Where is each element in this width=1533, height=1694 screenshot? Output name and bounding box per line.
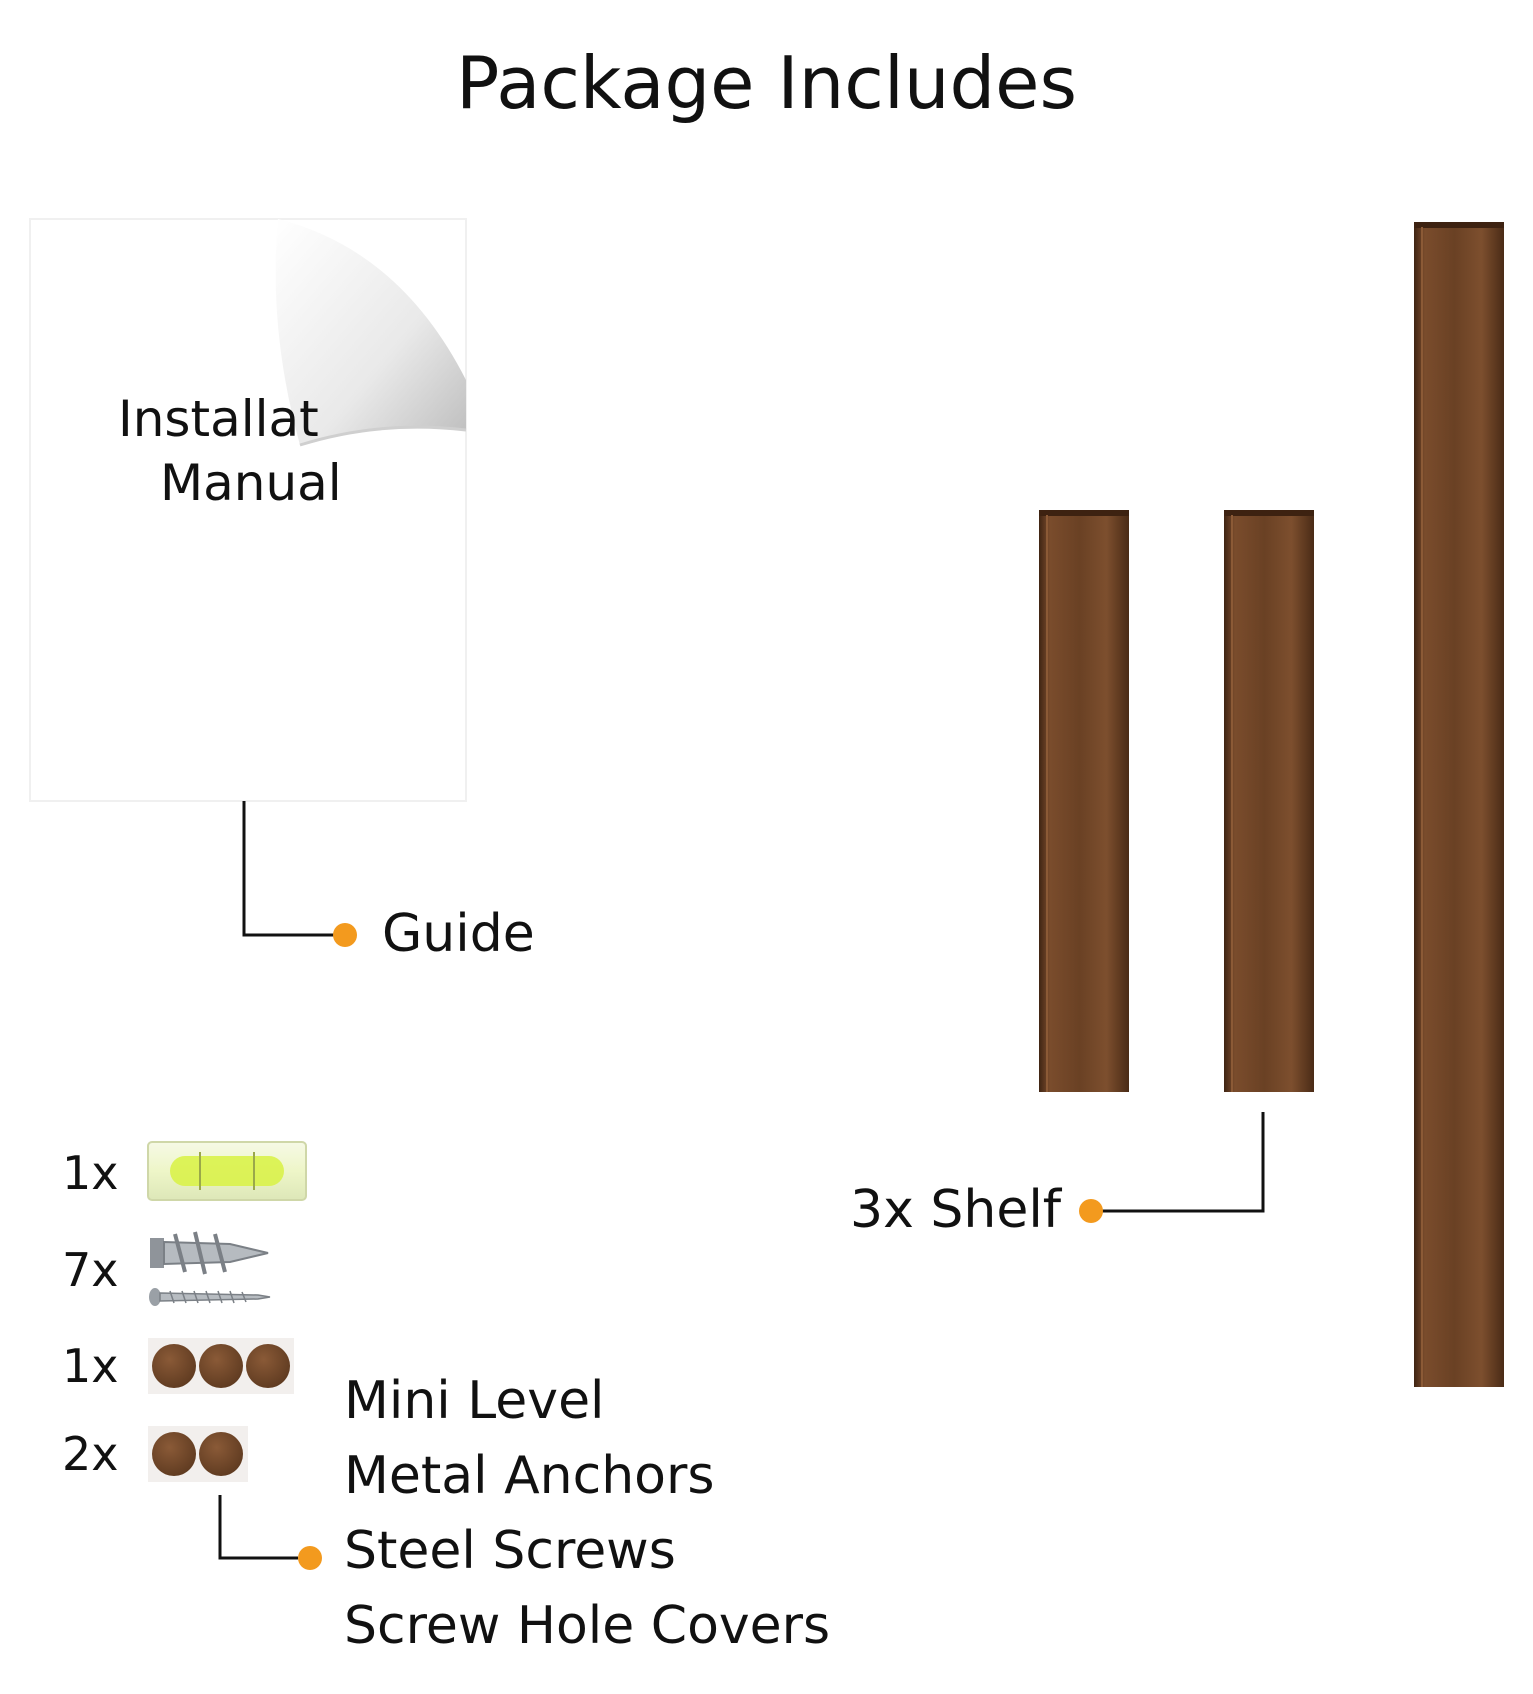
hardware-connector [218, 1495, 322, 1570]
shelf-connector [1079, 1112, 1265, 1223]
guide-label: Guide [382, 904, 535, 964]
page-title: Package Includes [456, 41, 1077, 125]
quantity-covers-three: 1x [62, 1339, 119, 1393]
guide-connector [242, 801, 357, 947]
screw-hole-covers-three-icon [148, 1338, 294, 1394]
quantity-anchors-screws: 7x [62, 1243, 119, 1297]
metal-anchor-icon [150, 1231, 269, 1275]
hardware-label-metal-anchors: Metal Anchors [344, 1446, 715, 1506]
quantity-covers-two: 2x [62, 1427, 119, 1481]
mini-level-icon [147, 1141, 307, 1201]
shelf-label: 3x Shelf [850, 1180, 1062, 1240]
shelf-dot-icon [1079, 1199, 1103, 1223]
shelf-long-icon [1414, 222, 1504, 1387]
steel-screw-icon [149, 1288, 271, 1306]
hardware-label-steel-screws: Steel Screws [344, 1521, 676, 1581]
screw-hole-covers-two-icon [148, 1426, 248, 1482]
hardware-dot-icon [298, 1546, 322, 1570]
shelf-short-1-icon [1039, 510, 1129, 1092]
manual-sheet-icon [29, 218, 467, 802]
shelf-short-2-icon [1224, 510, 1314, 1092]
manual-title-line2: Manual [160, 454, 342, 512]
hardware-label-mini-level: Mini Level [344, 1371, 605, 1431]
guide-dot-icon [333, 923, 357, 947]
manual-title-line1: Installat [118, 390, 319, 448]
hardware-label-screw-hole-covers: Screw Hole Covers [344, 1596, 831, 1656]
quantity-level: 1x [62, 1146, 119, 1200]
